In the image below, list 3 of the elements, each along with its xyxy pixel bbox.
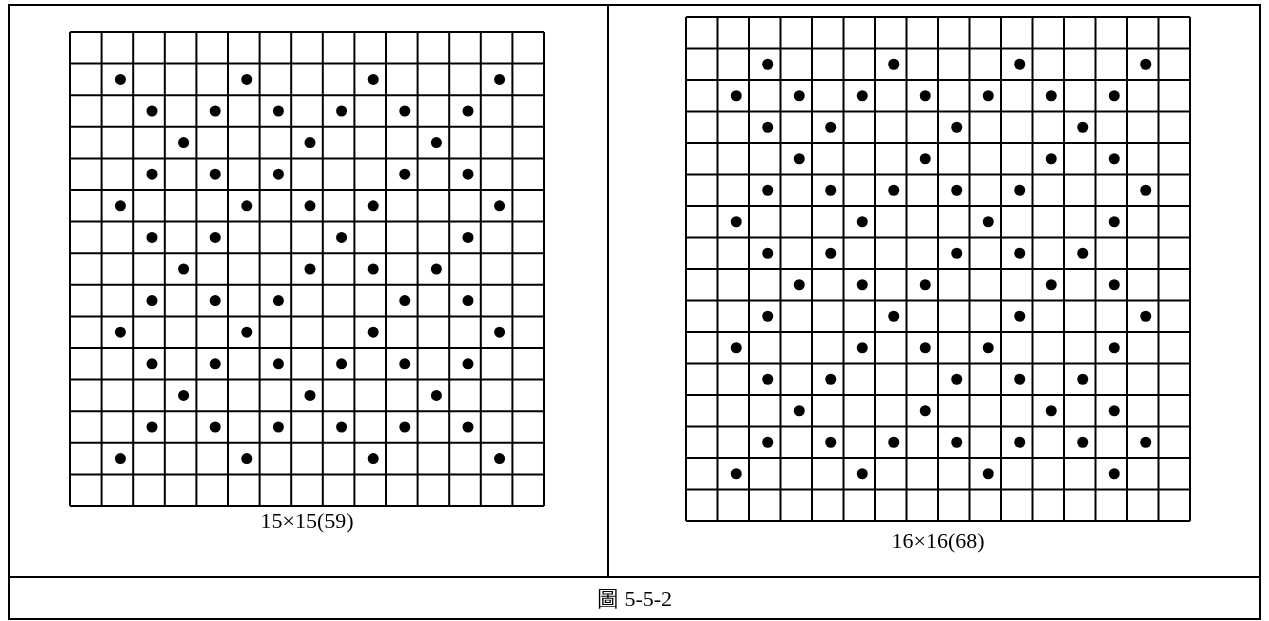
figure-caption: 圖 5-5-2: [596, 586, 673, 612]
grid-caption: 16×16(68): [891, 528, 985, 554]
grid-caption: 15×15(59): [260, 508, 354, 534]
